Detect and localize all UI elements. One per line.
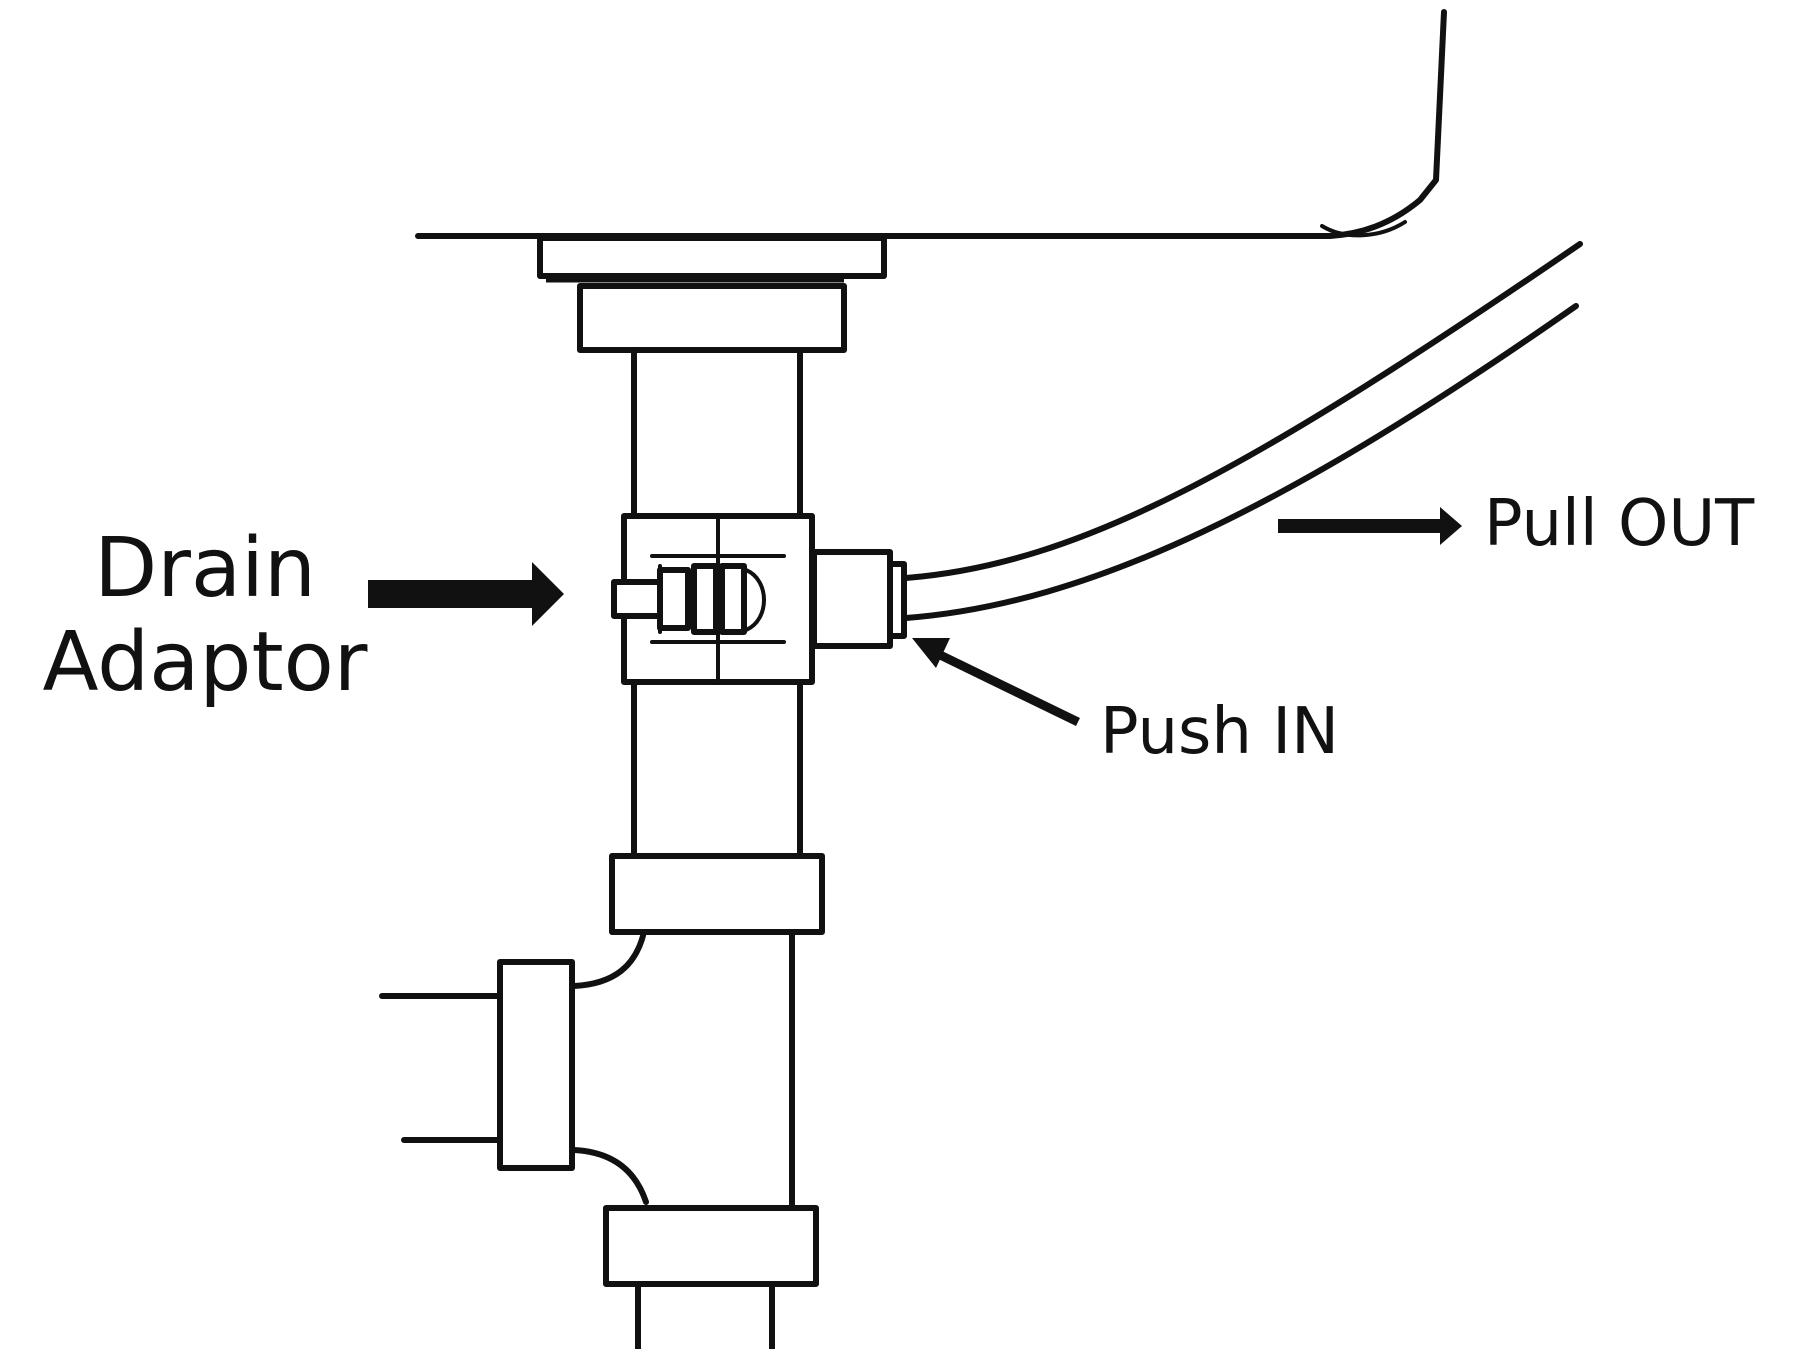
slip-nut-upper — [609, 853, 825, 935]
sink-basin — [415, 9, 1447, 239]
slip-nut-lower — [603, 1205, 819, 1349]
drain-adaptor-label-line2: Adaptor — [42, 615, 368, 710]
arrow-drain-adaptor-icon — [368, 562, 564, 626]
drain-adaptor-label-line1: Drain — [94, 521, 316, 616]
pull-out-label: Pull OUT — [1484, 487, 1755, 561]
drain-adaptor-label: Drain Adaptor — [30, 522, 380, 710]
arrow-push-in-icon — [912, 638, 1080, 727]
tailpiece-pipe-lower — [631, 679, 803, 859]
drain-flange — [537, 235, 887, 353]
arrow-pull-out-icon — [1278, 507, 1462, 545]
drain-adaptor — [611, 513, 907, 685]
tailpiece-pipe-upper — [631, 347, 803, 519]
drain-hose — [903, 241, 1583, 621]
tee-fitting — [379, 929, 795, 1211]
push-in-label: Push IN — [1100, 695, 1340, 769]
